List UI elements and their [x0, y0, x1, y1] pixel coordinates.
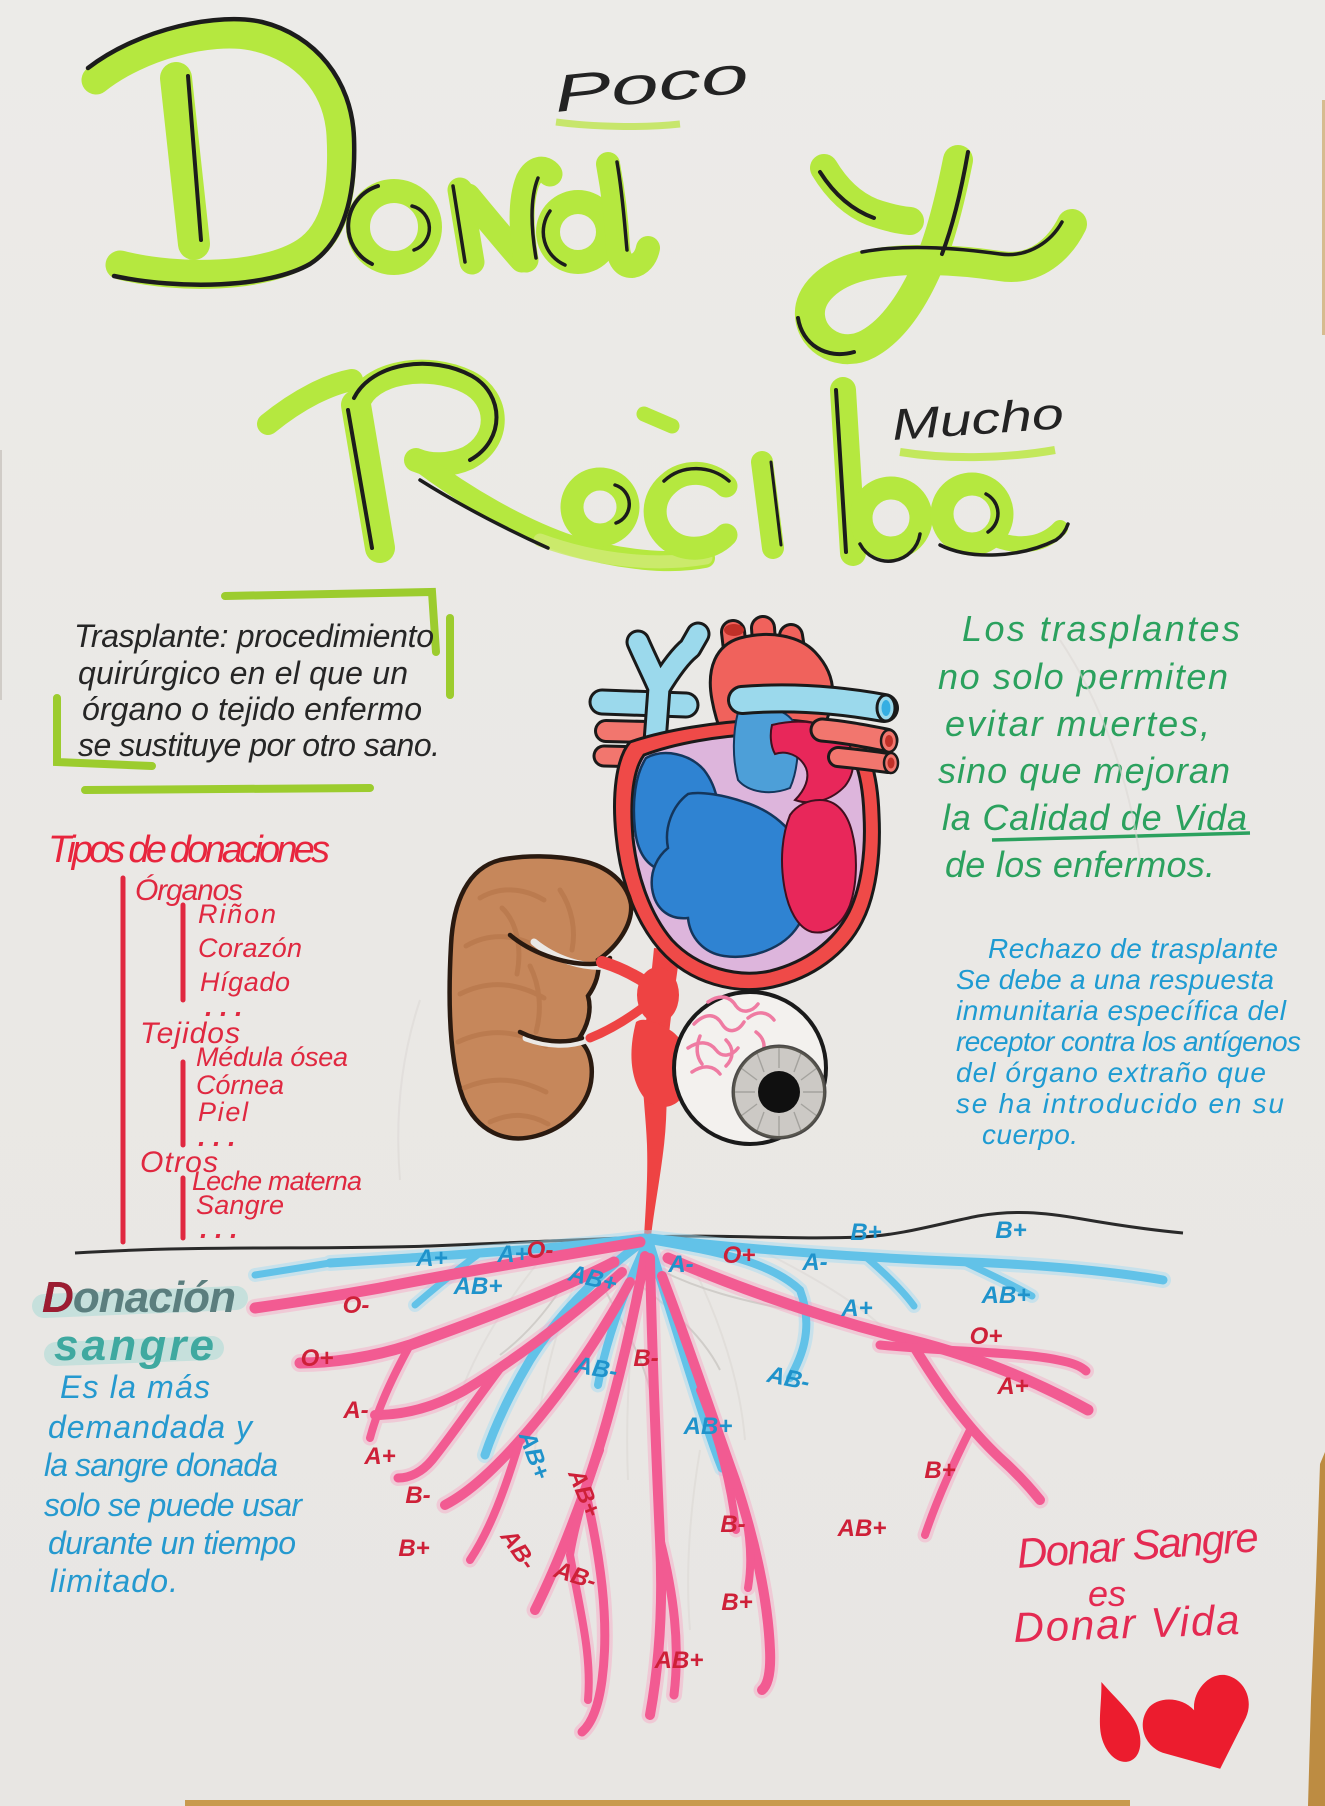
svg-text:cuerpo.: cuerpo.	[982, 1119, 1078, 1150]
svg-text:Los trasplantes: Los trasplantes	[962, 608, 1240, 649]
svg-text:AB+: AB+	[837, 1515, 887, 1542]
svg-text:A-: A-	[801, 1249, 827, 1276]
svg-text:B-: B-	[405, 1482, 430, 1509]
svg-text:Donar Vida: Donar Vida	[1013, 1596, 1241, 1651]
svg-text:D: D	[42, 1273, 74, 1322]
svg-text:se ha introducido en su: se ha introducido en su	[956, 1088, 1284, 1119]
svg-text:AB+: AB+	[453, 1273, 503, 1300]
svg-text:la sangre donada: la sangre donada	[44, 1447, 278, 1483]
svg-text:. . .: . . .	[205, 992, 243, 1022]
svg-text:AB+: AB+	[683, 1413, 733, 1440]
svg-text:. . .: . . .	[198, 1122, 236, 1152]
svg-text:. . .: . . .	[200, 1214, 238, 1244]
svg-text:Mucho: Mucho	[890, 389, 1065, 450]
svg-text:es: es	[1088, 1573, 1126, 1614]
svg-text:B-: B-	[633, 1345, 658, 1372]
svg-text:Sangre: Sangre	[196, 1190, 284, 1220]
svg-text:sangre: sangre	[54, 1321, 214, 1370]
svg-text:Órganos: Órganos	[135, 874, 243, 907]
svg-text:la Calidad de Vida: la Calidad de Vida	[942, 797, 1247, 838]
svg-text:Leche materna: Leche materna	[192, 1166, 362, 1196]
svg-text:Se debe a una respuesta: Se debe a una respuesta	[956, 964, 1274, 995]
svg-text:O-: O-	[527, 1237, 554, 1264]
svg-text:A+: A+	[415, 1245, 447, 1272]
svg-text:O-: O-	[343, 1292, 370, 1319]
svg-text:solo se puede usar: solo se puede usar	[44, 1487, 303, 1523]
svg-text:A+: A+	[363, 1443, 395, 1470]
svg-text:AB+: AB+	[654, 1647, 704, 1674]
svg-text:A-: A-	[342, 1397, 368, 1424]
svg-text:Tejidos: Tejidos	[140, 1017, 240, 1050]
svg-text:Otros: Otros	[140, 1146, 218, 1179]
svg-text:Riñon: Riñon	[198, 899, 276, 929]
svg-text:Rechazo de trasplante: Rechazo de trasplante	[988, 933, 1278, 964]
svg-text:del órgano extraño que: del órgano extraño que	[956, 1057, 1266, 1088]
svg-text:B+: B+	[721, 1589, 752, 1616]
svg-text:B-: B-	[720, 1511, 745, 1538]
svg-text:A-: A-	[667, 1251, 693, 1278]
svg-text:Hígado: Hígado	[200, 967, 290, 997]
svg-text:inmunitaria específica del: inmunitaria específica del	[956, 995, 1287, 1026]
svg-text:demandada y: demandada y	[48, 1409, 254, 1445]
svg-text:Trasplante: procedimiento: Trasplante: procedimiento	[74, 618, 434, 654]
svg-text:de los enfermos.: de los enfermos.	[945, 844, 1215, 885]
svg-text:Donación: Donación	[42, 1273, 236, 1322]
svg-text:B+: B+	[995, 1217, 1026, 1244]
svg-text:evitar muertes,: evitar muertes,	[945, 703, 1210, 744]
svg-text:receptor contra los antígenos: receptor contra los antígenos	[956, 1026, 1301, 1057]
svg-text:O+: O+	[301, 1345, 334, 1372]
svg-text:B+: B+	[850, 1219, 881, 1246]
svg-text:Corazón: Corazón	[198, 933, 302, 963]
svg-text:órgano o tejido enfermo: órgano o tejido enfermo	[82, 691, 422, 727]
svg-text:Donación: Donación	[42, 1273, 236, 1322]
svg-text:sino que mejoran: sino que mejoran	[938, 750, 1230, 791]
svg-text:B+: B+	[924, 1457, 955, 1484]
svg-text:limitado.: limitado.	[50, 1563, 178, 1599]
svg-text:durante un tiempo: durante un tiempo	[48, 1525, 296, 1561]
svg-text:quirúrgico en el que un: quirúrgico en el que un	[78, 655, 408, 691]
svg-text:Tipos de donaciones: Tipos de donaciones	[48, 829, 330, 871]
svg-text:A+: A+	[840, 1295, 872, 1322]
svg-text:Córnea: Córnea	[196, 1070, 284, 1100]
svg-text:Médula ósea: Médula ósea	[196, 1042, 348, 1072]
svg-text:O+: O+	[723, 1242, 756, 1269]
svg-text:B+: B+	[398, 1535, 429, 1562]
svg-text:A+: A+	[996, 1373, 1028, 1400]
svg-text:no solo permiten: no solo permiten	[938, 656, 1228, 697]
svg-text:Es la más: Es la más	[60, 1369, 210, 1405]
svg-text:O+: O+	[970, 1323, 1003, 1350]
svg-text:AB+: AB+	[981, 1282, 1031, 1309]
svg-text:A+: A+	[496, 1241, 528, 1268]
svg-text:se sustituye por otro sano.: se sustituye por otro sano.	[78, 727, 440, 763]
